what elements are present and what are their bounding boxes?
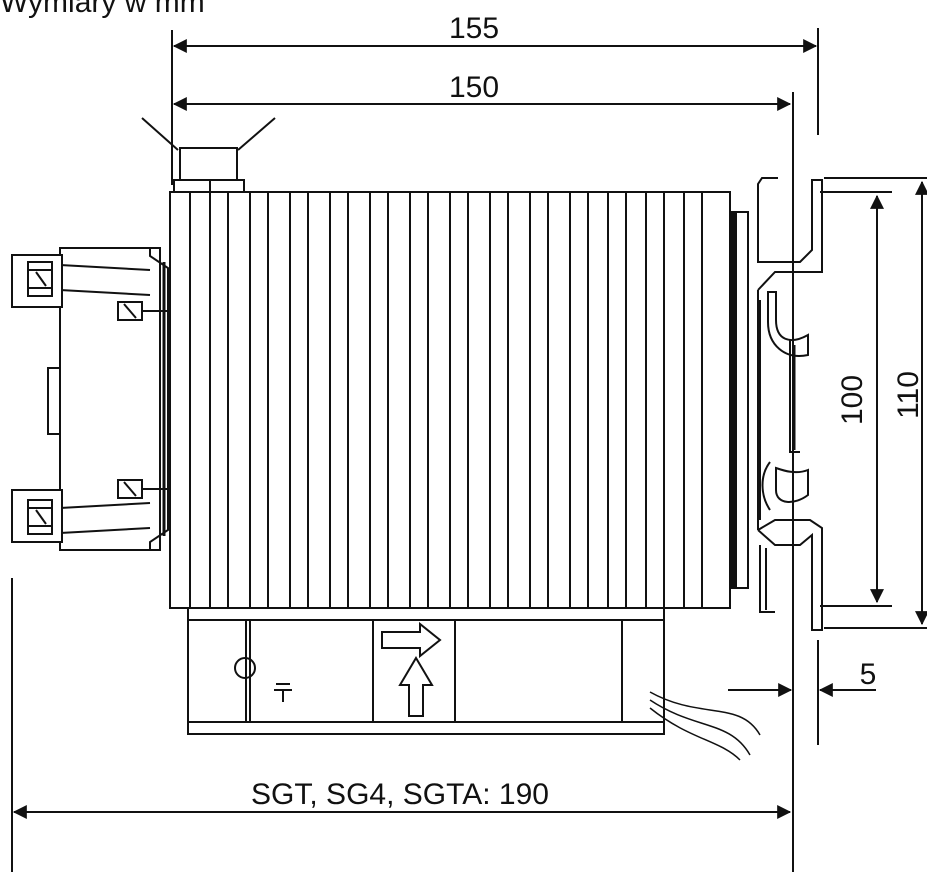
fan-unit	[187, 607, 665, 735]
dimension-5-label: 5	[860, 658, 877, 691]
dimension-110-label: 110	[892, 371, 925, 419]
dimension-5	[728, 640, 876, 745]
terminal-block-left	[11, 247, 169, 551]
terminal-screw-top	[27, 261, 168, 321]
dimension-110	[824, 177, 927, 629]
airflow-arrows-icon	[381, 621, 442, 717]
dimension-190	[11, 578, 792, 872]
heatsink-fins	[189, 193, 703, 607]
dimension-190-label: SGT, SG4, SGTA: 190	[251, 778, 549, 811]
terminal-screw-bottom	[27, 479, 168, 535]
dimension-155-label: 155	[449, 12, 499, 45]
dimension-150-label: 150	[449, 71, 499, 104]
dimension-100-label: 100	[836, 375, 869, 425]
din-rail-clip	[757, 177, 823, 631]
fan-power-symbol	[234, 657, 292, 702]
dimension-155	[171, 28, 819, 185]
mounting-back-plate	[729, 211, 749, 589]
dimension-100	[820, 191, 892, 607]
cable-gland	[141, 117, 276, 193]
units-caption: Wymiary w mm	[0, 0, 205, 19]
dimension-150	[172, 92, 794, 872]
fan-cable	[649, 691, 761, 761]
